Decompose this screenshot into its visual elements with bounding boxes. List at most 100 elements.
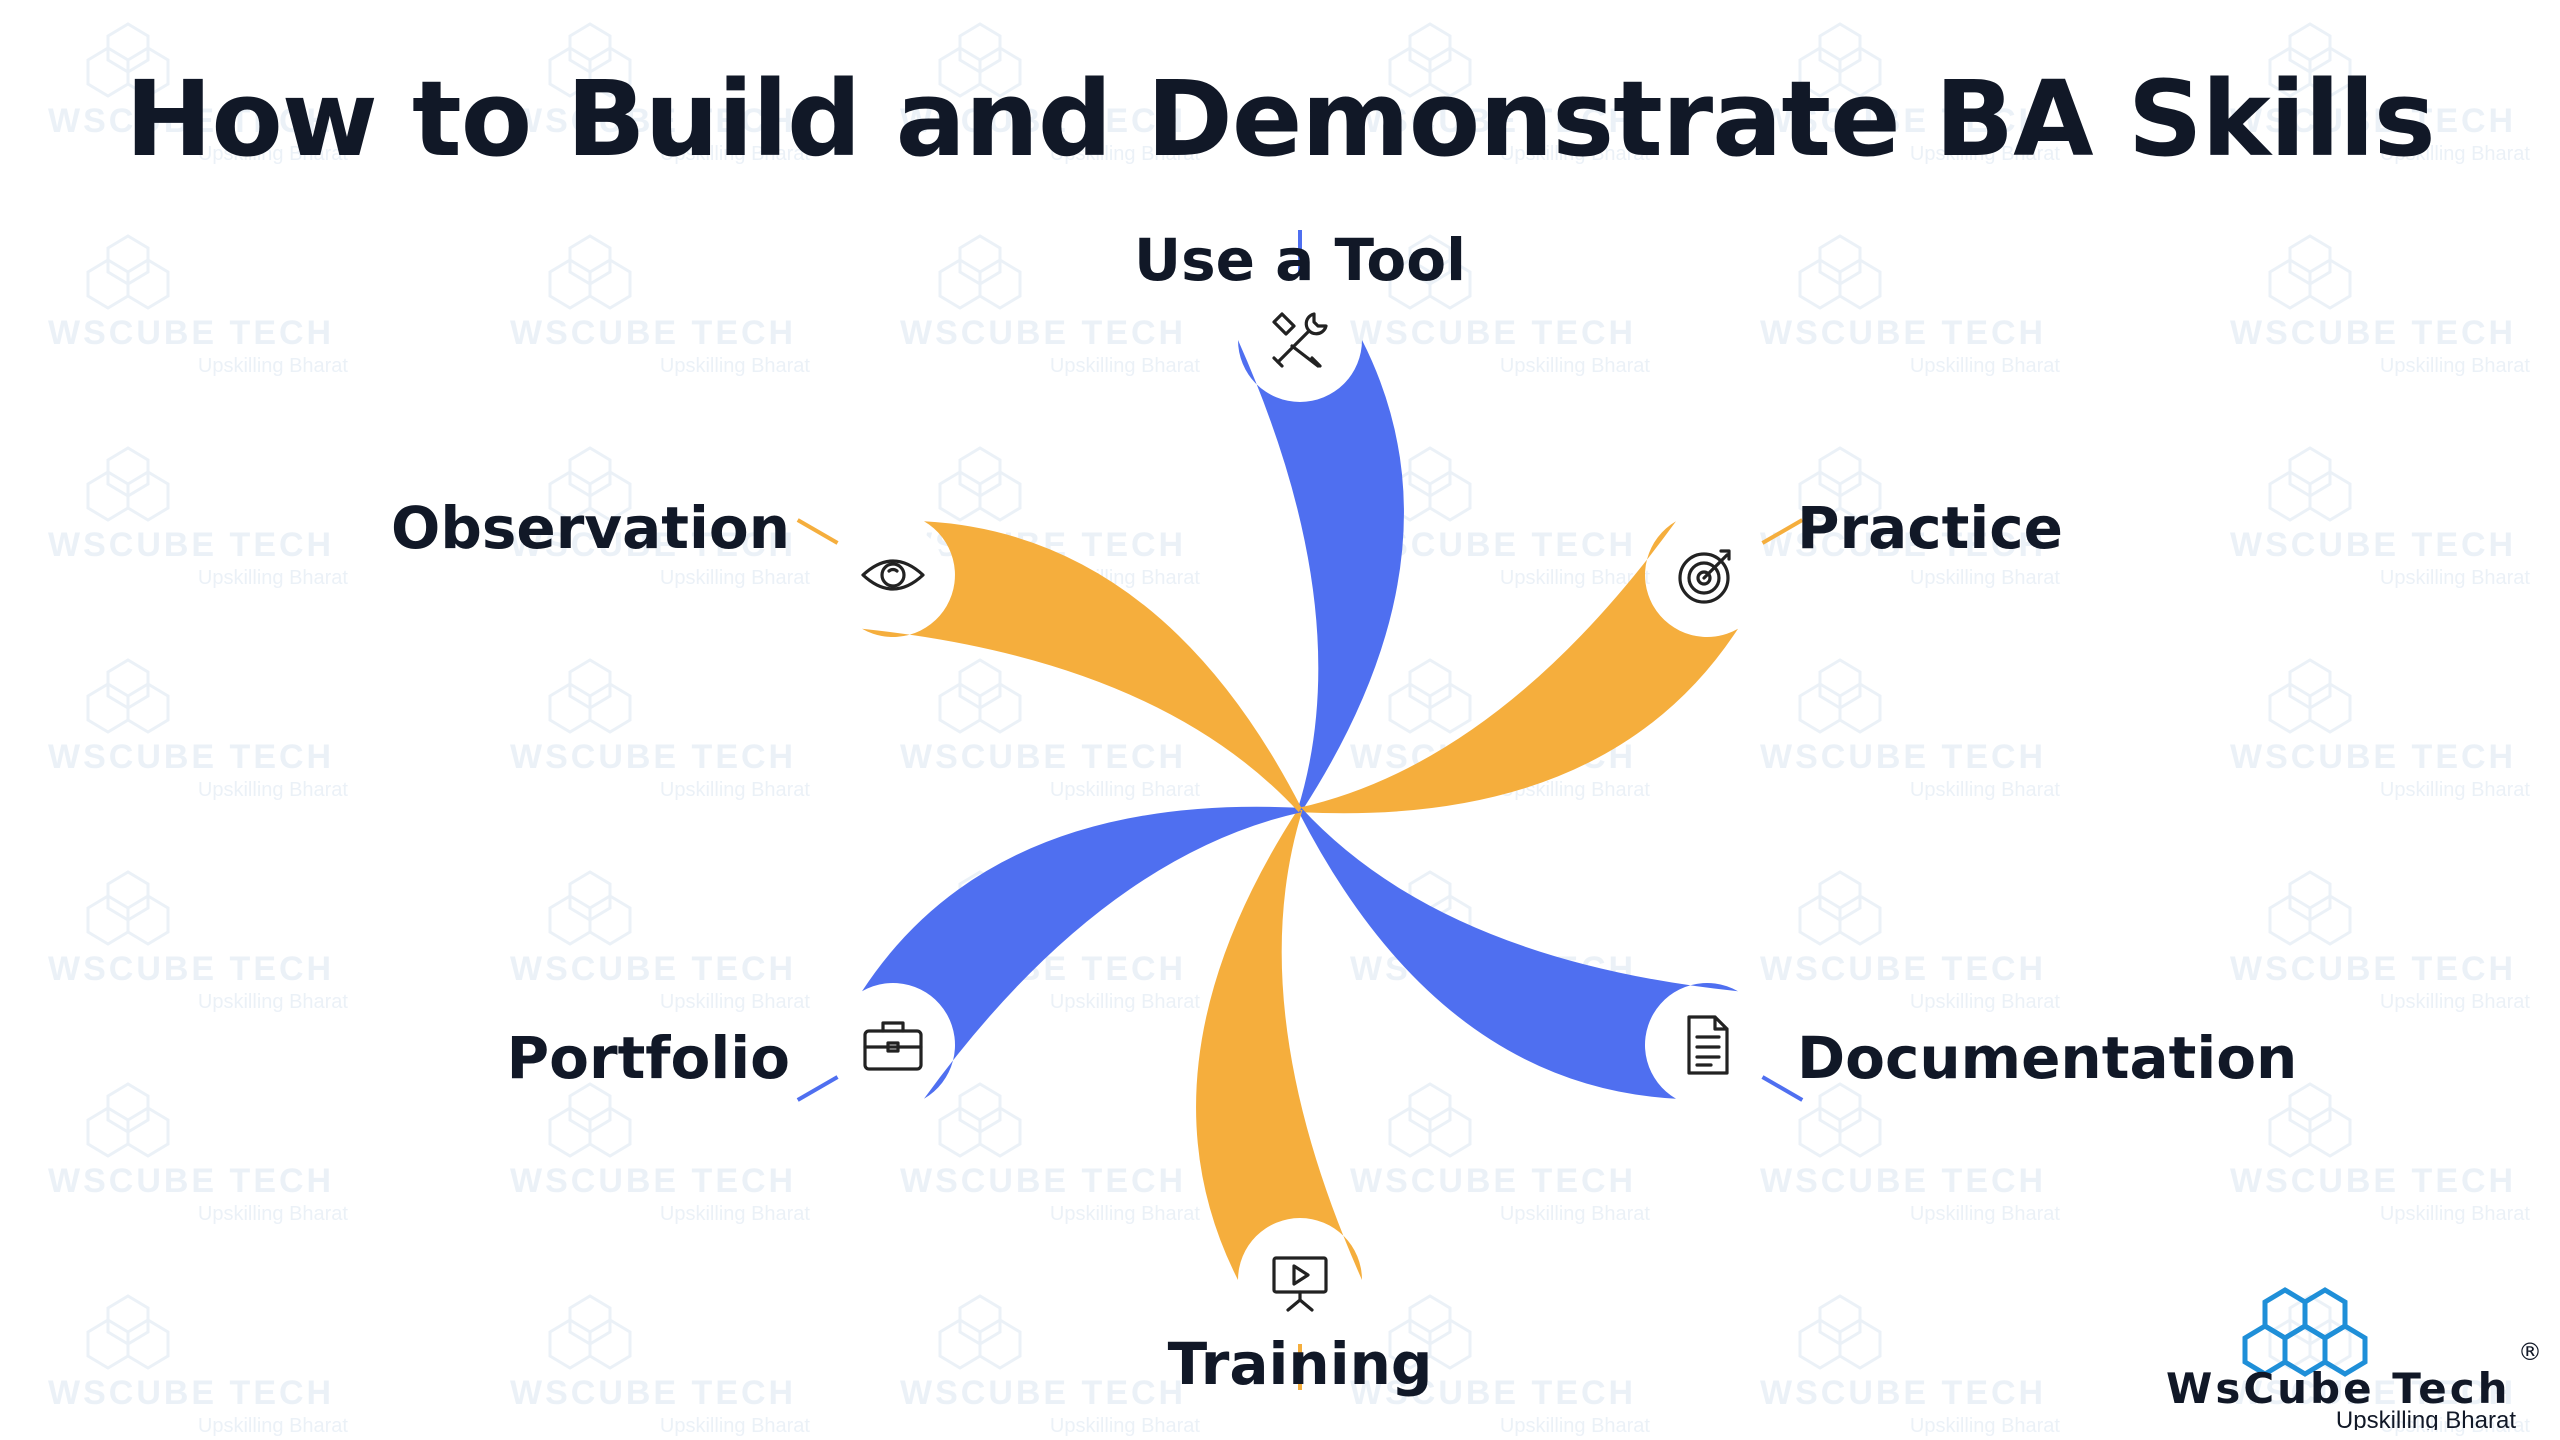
watermark-tagline: Upskilling Bharat bbox=[2380, 991, 2531, 1013]
watermark-name: WSCUBE TECH bbox=[1350, 102, 1636, 140]
watermark-tagline: Upskilling Bharat bbox=[1050, 779, 1201, 801]
watermark-tagline: Upskilling Bharat bbox=[1500, 355, 1651, 377]
watermark-name: WSCUBE TECH bbox=[510, 314, 796, 352]
page-title: How to Build and Demonstrate BA Skills bbox=[125, 58, 2435, 180]
watermark-name: WSCUBE TECH bbox=[900, 1162, 1186, 1200]
watermark-tagline: Upskilling Bharat bbox=[1500, 567, 1651, 589]
watermark-tagline: Upskilling Bharat bbox=[660, 567, 811, 589]
watermark-tile: WSCUBE TECH Upskilling Bharat bbox=[510, 1294, 811, 1437]
watermark-tagline: Upskilling Bharat bbox=[660, 1415, 811, 1437]
watermark-tagline: Upskilling Bharat bbox=[1500, 143, 1651, 165]
watermark-name: WSCUBE TECH bbox=[900, 314, 1186, 352]
tools-icon bbox=[1248, 288, 1352, 392]
connector-line bbox=[796, 1075, 839, 1102]
wscube-logo: WsCube Tech ® Upskilling Bharat bbox=[2166, 1287, 2542, 1430]
watermark-tile: WSCUBE TECH Upskilling Bharat bbox=[1760, 234, 2061, 377]
step-label-training: Training bbox=[1167, 1330, 1433, 1398]
watermark-name: WSCUBE TECH bbox=[48, 738, 334, 776]
watermark-tagline: Upskilling Bharat bbox=[198, 355, 349, 377]
watermark-tile: WSCUBE TECH Upskilling Bharat bbox=[1350, 1294, 1651, 1437]
watermark-tile: WSCUBE TECH Upskilling Bharat bbox=[900, 658, 1201, 801]
step-label-practice: Practice bbox=[1797, 494, 2063, 562]
watermark-tagline: Upskilling Bharat bbox=[660, 143, 811, 165]
logo-text: WsCube Tech bbox=[2166, 1364, 2511, 1413]
watermark-tagline: Upskilling Bharat bbox=[1050, 143, 1201, 165]
watermark-tagline: Upskilling Bharat bbox=[1910, 355, 2061, 377]
watermark-tagline: Upskilling Bharat bbox=[1910, 143, 2061, 165]
target-icon bbox=[1655, 523, 1759, 627]
watermark-name: WSCUBE TECH bbox=[900, 1374, 1186, 1412]
watermark-tagline: Upskilling Bharat bbox=[1050, 1415, 1201, 1437]
watermark-tagline: Upskilling Bharat bbox=[1910, 779, 2061, 801]
watermark-name: WSCUBE TECH bbox=[900, 738, 1186, 776]
watermark-tile: WSCUBE TECH Upskilling Bharat bbox=[48, 870, 349, 1013]
connector-line bbox=[1761, 1075, 1804, 1102]
watermark-name: WSCUBE TECH bbox=[48, 526, 334, 564]
watermark-name: WSCUBE TECH bbox=[510, 1374, 796, 1412]
watermark-name: WSCUBE TECH bbox=[2230, 314, 2516, 352]
watermark-tagline: Upskilling Bharat bbox=[198, 779, 349, 801]
watermark-tagline: Upskilling Bharat bbox=[1910, 991, 2061, 1013]
watermark-name: WSCUBE TECH bbox=[510, 738, 796, 776]
watermark-name: WSCUBE TECH bbox=[1760, 950, 2046, 988]
watermark-name: WSCUBE TECH bbox=[48, 1162, 334, 1200]
connector-line bbox=[796, 518, 839, 545]
watermark-tagline: Upskilling Bharat bbox=[2380, 1415, 2531, 1437]
watermark-tile: WSCUBE TECH Upskilling Bharat bbox=[1350, 22, 1651, 165]
watermark-tagline: Upskilling Bharat bbox=[660, 1203, 811, 1225]
watermark-tile: WSCUBE TECH Upskilling Bharat bbox=[1760, 658, 2061, 801]
watermark-tile: WSCUBE TECH Upskilling Bharat bbox=[48, 234, 349, 377]
watermark-tagline: Upskilling Bharat bbox=[1500, 1415, 1651, 1437]
step-label-portfolio: Portfolio bbox=[506, 1024, 790, 1092]
presentation-icon bbox=[1248, 1228, 1352, 1332]
watermark-tile: WSCUBE TECH Upskilling Bharat bbox=[2230, 870, 2531, 1013]
watermark-tagline: Upskilling Bharat bbox=[660, 779, 811, 801]
watermark-name: WSCUBE TECH bbox=[510, 526, 796, 564]
blade-presentation bbox=[1196, 810, 1362, 1280]
connector-line bbox=[1761, 518, 1804, 545]
watermark-tagline: Upskilling Bharat bbox=[198, 1415, 349, 1437]
watermark-name: WSCUBE TECH bbox=[1760, 102, 2046, 140]
blade-document bbox=[1298, 807, 1738, 1099]
watermark-name: WSCUBE TECH bbox=[1760, 314, 2046, 352]
watermark-name: WSCUBE TECH bbox=[900, 102, 1186, 140]
step-label-documentation: Documentation bbox=[1797, 1024, 2298, 1092]
watermark-name: WSCUBE TECH bbox=[48, 950, 334, 988]
watermark-tagline: Upskilling Bharat bbox=[198, 991, 349, 1013]
watermark-name: WSCUBE TECH bbox=[1760, 738, 2046, 776]
watermark-tile: WSCUBE TECH Upskilling Bharat bbox=[48, 658, 349, 801]
blade-tools bbox=[1238, 340, 1404, 810]
watermark-name: WSCUBE TECH bbox=[2230, 950, 2516, 988]
watermark-tagline: Upskilling Bharat bbox=[1050, 991, 1201, 1013]
watermark-tagline: Upskilling Bharat bbox=[2380, 1203, 2531, 1225]
watermark-name: WSCUBE TECH bbox=[48, 314, 334, 352]
watermark-tagline: Upskilling Bharat bbox=[1500, 779, 1651, 801]
watermark-name: WSCUBE TECH bbox=[1350, 1374, 1636, 1412]
watermark-tagline: Upskilling Bharat bbox=[2380, 779, 2531, 801]
watermark-tagline: Upskilling Bharat bbox=[2380, 567, 2531, 589]
blade-target bbox=[1298, 521, 1738, 814]
watermark-name: WSCUBE TECH bbox=[1350, 314, 1636, 352]
step-icons bbox=[841, 288, 1759, 1332]
watermark-tile: WSCUBE TECH Upskilling Bharat bbox=[2230, 446, 2531, 589]
watermark-name: WSCUBE TECH bbox=[2230, 526, 2516, 564]
watermark-tagline: Upskilling Bharat bbox=[1500, 1203, 1651, 1225]
watermark-name: WSCUBE TECH bbox=[510, 102, 796, 140]
watermark-name: WSCUBE TECH bbox=[2230, 738, 2516, 776]
step-label-use-a-tool: Use a Tool bbox=[1134, 226, 1466, 294]
pinwheel-blades bbox=[862, 340, 1738, 1280]
